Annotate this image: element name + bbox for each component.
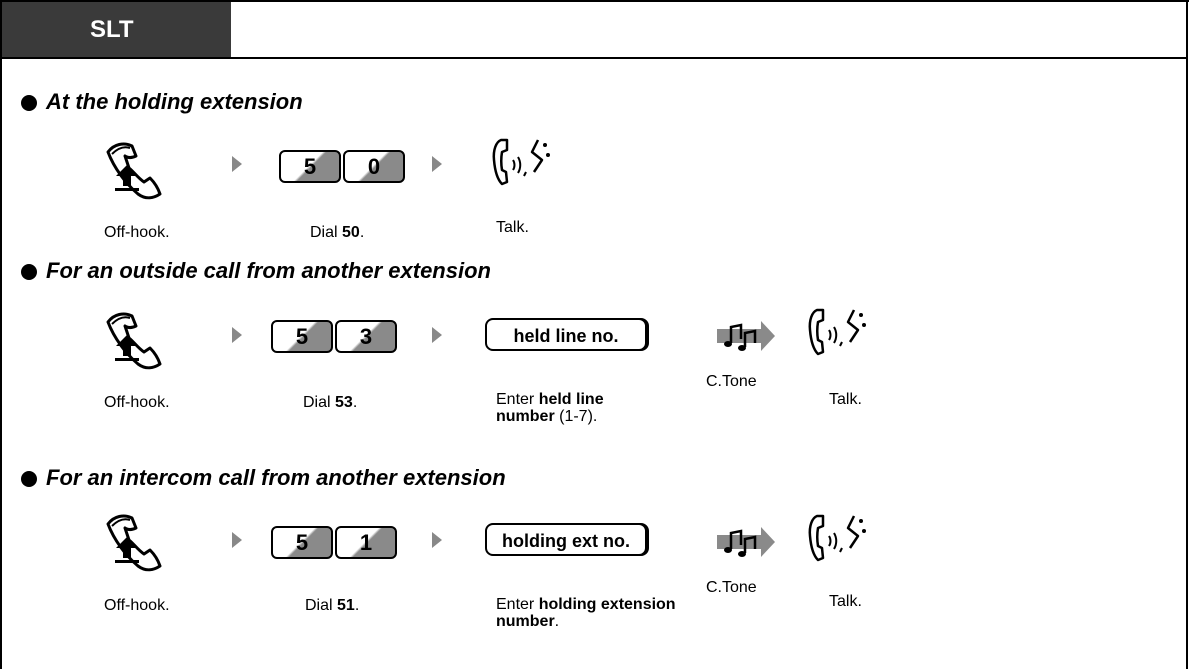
frame-right-border (1186, 0, 1188, 669)
arrow-icon (232, 327, 242, 343)
talk-icon (808, 514, 868, 562)
off-hook-icon (106, 514, 162, 572)
off-hook-label: Off-hook. (104, 394, 170, 411)
section-3-heading: For an intercom call from another extens… (46, 465, 506, 490)
key-3: 3 (335, 320, 397, 353)
talk-label: Talk. (829, 593, 862, 610)
dial-label: Dial 51. (305, 597, 360, 614)
off-hook-icon (106, 312, 162, 370)
talk-icon (492, 138, 552, 186)
dial-label: Dial 53. (303, 394, 358, 411)
arrow-icon (232, 156, 242, 172)
arrow-icon (432, 156, 442, 172)
key-5: 5 (271, 526, 333, 559)
frame-left-border (0, 0, 2, 669)
talk-label: Talk. (829, 391, 862, 408)
section-2-heading: For an outside call from another extensi… (46, 258, 491, 283)
section-1-bullet (21, 95, 37, 111)
holding-ext-number-button: holding ext no. (485, 523, 647, 556)
confirmation-tone-icon (717, 319, 777, 353)
slt-tab: SLT (2, 2, 231, 57)
key-0: 0 (343, 150, 405, 183)
dial-keys: 5 3 (271, 320, 399, 353)
off-hook-label: Off-hook. (104, 597, 170, 614)
enter-instruction: Enter holding extension number. (496, 596, 676, 630)
arrow-icon (432, 327, 442, 343)
enter-instruction: Enter held line number (1-7). (496, 391, 604, 425)
tab-rule (2, 57, 1186, 59)
talk-icon (808, 308, 868, 356)
tab-label: SLT (90, 16, 134, 43)
talk-label: Talk. (496, 219, 529, 236)
confirmation-tone-icon (717, 525, 777, 559)
arrow-icon (232, 532, 242, 548)
section-1-heading: At the holding extension (46, 89, 303, 114)
section-2-bullet (21, 264, 37, 280)
frame-top-border (0, 0, 1189, 2)
key-5: 5 (271, 320, 333, 353)
dial-label: Dial 50. (310, 224, 365, 241)
held-line-number-button: held line no. (485, 318, 647, 351)
off-hook-icon (106, 142, 162, 200)
off-hook-label: Off-hook. (104, 224, 170, 241)
key-5: 5 (279, 150, 341, 183)
key-1: 1 (335, 526, 397, 559)
dial-keys: 5 0 (279, 150, 407, 183)
dial-keys: 5 1 (271, 526, 399, 559)
section-3-bullet (21, 471, 37, 487)
tone-label: C.Tone (706, 373, 757, 390)
tone-label: C.Tone (706, 579, 757, 596)
arrow-icon (432, 532, 442, 548)
